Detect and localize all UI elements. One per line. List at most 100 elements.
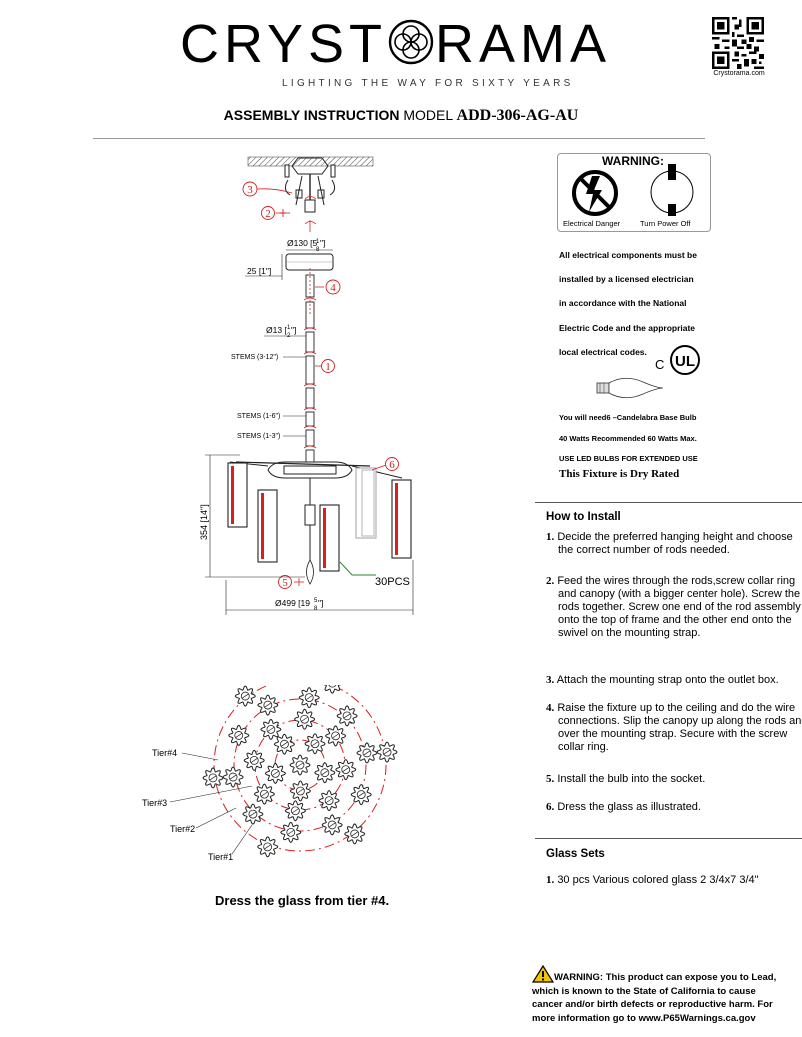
- svg-text:8: 8: [314, 606, 318, 612]
- glass-flower-mark: [328, 822, 336, 828]
- logo-right: RAMA: [435, 14, 612, 74]
- svg-text:6: 6: [389, 459, 395, 471]
- height-dim: [205, 454, 305, 578]
- canopy: Ø130 [5 1 8 "] 25 [1"]: [245, 238, 334, 280]
- title-bold: ASSEMBLY INSTRUCTION: [223, 107, 400, 123]
- dress-instruction: Dress the glass from tier #4.: [215, 893, 390, 908]
- glass-flower-mark: [251, 758, 258, 763]
- glass-flower-center: [280, 739, 289, 749]
- glass-flower-mark: [261, 791, 268, 797]
- glass-flower-center: [240, 691, 250, 701]
- elec-line-2: installed by a licensed electrician: [559, 274, 694, 284]
- bulb-led-note: USE LED BULBS FOR EXTENDED USE: [559, 454, 698, 463]
- glass-flower-center: [248, 809, 258, 819]
- logo-left: CRYST: [180, 14, 388, 74]
- glass-flower-center: [341, 765, 351, 774]
- prop65-warning: WARNING: This product can expose you to …: [532, 965, 782, 1025]
- glass-flower-center: [263, 700, 273, 710]
- glass-flower-mark: [235, 733, 242, 738]
- glass-flower-center: [382, 747, 392, 757]
- glass-flower-mark: [306, 695, 313, 700]
- glass-flower-center: [328, 685, 337, 688]
- glass-flower-mark: [332, 733, 339, 739]
- svg-text:UL: UL: [675, 353, 695, 370]
- svg-text:2: 2: [265, 208, 271, 220]
- glass-flower-mark: [358, 792, 365, 797]
- callout-5: 5: [278, 575, 304, 589]
- glass-flower-center: [270, 768, 280, 778]
- glass-flower-mark: [363, 750, 371, 756]
- stems-6-label: STEMS (1-6"): [237, 413, 280, 420]
- tier-4-label: Tier#4: [152, 748, 177, 758]
- glass-flower-center: [320, 768, 330, 778]
- glass-flower-mark: [287, 830, 294, 835]
- dry-rated-note: This Fixture is Dry Rated: [559, 468, 680, 480]
- warning-title: WARNING:: [602, 154, 664, 168]
- svg-text:3: 3: [247, 184, 253, 196]
- tagline: LIGHTING THE WAY FOR SIXTY YEARS: [282, 78, 574, 89]
- glass-flower-center: [228, 772, 238, 782]
- elec-line-5: local electrical codes.: [559, 347, 647, 357]
- glass-flower-center: [295, 786, 305, 796]
- svg-text:"]: "]: [291, 325, 296, 335]
- glass-heading: Glass Sets: [546, 848, 605, 860]
- glass-flowers: [202, 685, 398, 858]
- glass-flower-mark: [272, 771, 279, 776]
- install-step: 2. Feed the wires through the rods,screw…: [546, 575, 801, 639]
- glass-flower-mark: [267, 727, 275, 732]
- glass-pieces: [227, 462, 412, 572]
- glass-flower-center: [263, 842, 273, 852]
- glass-flower-mark: [383, 749, 391, 755]
- glass-flower: [323, 685, 342, 694]
- install-step: 1. Decide the preferred hanging height a…: [546, 531, 793, 556]
- svg-text:30PCS: 30PCS: [375, 576, 410, 588]
- glass-set-item: 1. 30 pcs Various colored glass 2 3/4x7 …: [546, 874, 759, 886]
- glass-flower-center: [350, 829, 360, 839]
- glass-flower-mark: [229, 774, 237, 780]
- callout-3: 3: [242, 181, 293, 197]
- glass-flower-center: [249, 756, 259, 765]
- ceiling: [247, 156, 374, 167]
- svg-text:Ø13 [: Ø13 [: [266, 325, 287, 335]
- glass-flower-mark: [264, 702, 272, 708]
- model-number: ADD-306-AG-AU: [456, 107, 579, 124]
- stem-dim: Ø13 [ 1 2 "]: [264, 325, 306, 339]
- svg-text:Ø130 [5: Ø130 [5: [287, 238, 318, 248]
- flower-seal-icon: [388, 19, 434, 65]
- glass-flower-mark: [321, 770, 329, 775]
- install-heading: How to Install: [546, 511, 621, 523]
- width-dim: [225, 560, 414, 615]
- svg-text:"]: "]: [318, 598, 323, 608]
- bulb-drop: [306, 559, 314, 585]
- install-step: 5. Install the bulb into the socket.: [546, 773, 706, 785]
- bulb-wattage: 40 Watts Recommended 60 Watts Max.: [559, 434, 697, 443]
- glass-flower-center: [356, 790, 366, 799]
- stems-3-label: STEMS (1-3"): [237, 433, 280, 440]
- page-title: ASSEMBLY INSTRUCTION MODEL ADD-306-AG-AU: [0, 107, 802, 125]
- candelabra-bulb-icon: [596, 377, 664, 399]
- glass-flower-center: [234, 731, 244, 740]
- pcs-label: 30PCS: [339, 561, 410, 588]
- glass-flower-center: [259, 789, 269, 799]
- glass-flower-mark: [297, 788, 304, 794]
- elec-line-4: Electric Code and the appropriate: [559, 323, 696, 333]
- install-divider: [535, 502, 802, 503]
- tier-3-label: Tier#3: [142, 798, 167, 808]
- glass-divider: [535, 838, 802, 839]
- glass-flower-mark: [292, 808, 299, 814]
- svg-text:"]: "]: [320, 238, 325, 248]
- svg-text:4: 4: [330, 282, 336, 294]
- glass-flower-mark: [325, 798, 333, 803]
- callout-2: 2: [261, 206, 290, 220]
- glass-flower-mark: [343, 713, 351, 719]
- svg-text:1: 1: [325, 361, 331, 373]
- rod-stack: [305, 274, 315, 463]
- glass-flower-center: [310, 739, 320, 749]
- elec-line-3: in accordance with the National: [559, 298, 687, 308]
- svg-text:5: 5: [282, 577, 288, 589]
- glass-flower-mark: [351, 831, 358, 837]
- power-off-icon: [650, 164, 694, 216]
- glass-flower-mark: [264, 844, 271, 850]
- glass-flower-mark: [242, 693, 249, 699]
- glass-flower-center: [300, 714, 309, 724]
